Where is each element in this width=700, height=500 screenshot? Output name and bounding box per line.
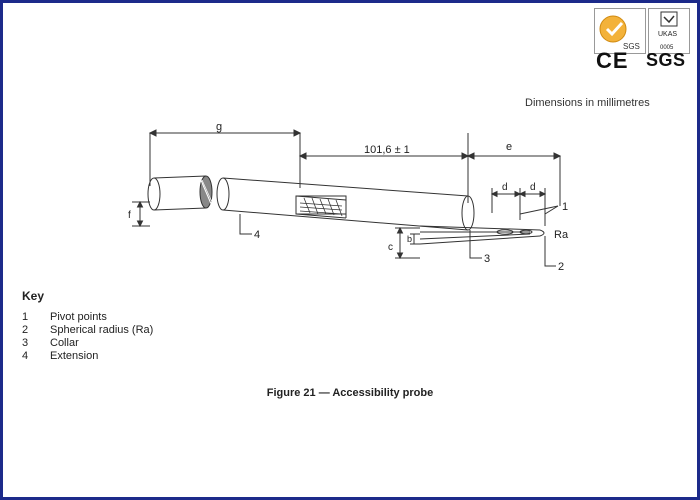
dimensions-note: Dimensions in millimetres bbox=[525, 97, 650, 109]
certification-logos: SGS UKAS 0005 bbox=[594, 8, 692, 74]
sgs-mark: SGS bbox=[646, 50, 686, 70]
key-legend: Key 1 Pivot points 2 Spherical radius (R… bbox=[22, 289, 153, 363]
label-g: g bbox=[216, 121, 222, 133]
key-item: 3 Collar bbox=[22, 337, 79, 349]
callout-2: 2 bbox=[558, 261, 564, 273]
label-d2: d bbox=[530, 182, 536, 193]
callout-1: 1 bbox=[562, 201, 568, 213]
label-ra: Ra bbox=[554, 229, 569, 241]
ukas-logo: UKAS 0005 bbox=[648, 8, 690, 54]
key-item: 2 Spherical radius (Ra) bbox=[22, 324, 154, 336]
label-length: 101,6 ± 1 bbox=[364, 144, 410, 156]
sgs-seal-logo: SGS bbox=[594, 8, 646, 54]
cert-marks: CE SGS bbox=[594, 48, 694, 73]
label-f: f bbox=[128, 210, 131, 221]
key-title: Key bbox=[22, 289, 45, 303]
accessibility-probe-diagram: g 101,6 ± 1 e d d f c b Ra 1 2 3 4 bbox=[128, 121, 569, 273]
svg-text:SGS: SGS bbox=[623, 42, 640, 51]
svg-text:UKAS: UKAS bbox=[658, 31, 677, 38]
label-c: c bbox=[388, 242, 393, 253]
label-e: e bbox=[506, 141, 512, 153]
callout-4: 4 bbox=[254, 229, 260, 241]
key-item: 4 Extension bbox=[22, 350, 99, 362]
label-b: b bbox=[407, 234, 412, 244]
callout-3: 3 bbox=[484, 253, 490, 265]
ce-mark: CE bbox=[596, 48, 629, 73]
figure-caption: Figure 21 — Accessibility probe bbox=[266, 387, 434, 399]
svg-text:0005: 0005 bbox=[660, 45, 674, 51]
label-d1: d bbox=[502, 182, 508, 193]
key-item: 1 Pivot points bbox=[22, 311, 107, 323]
